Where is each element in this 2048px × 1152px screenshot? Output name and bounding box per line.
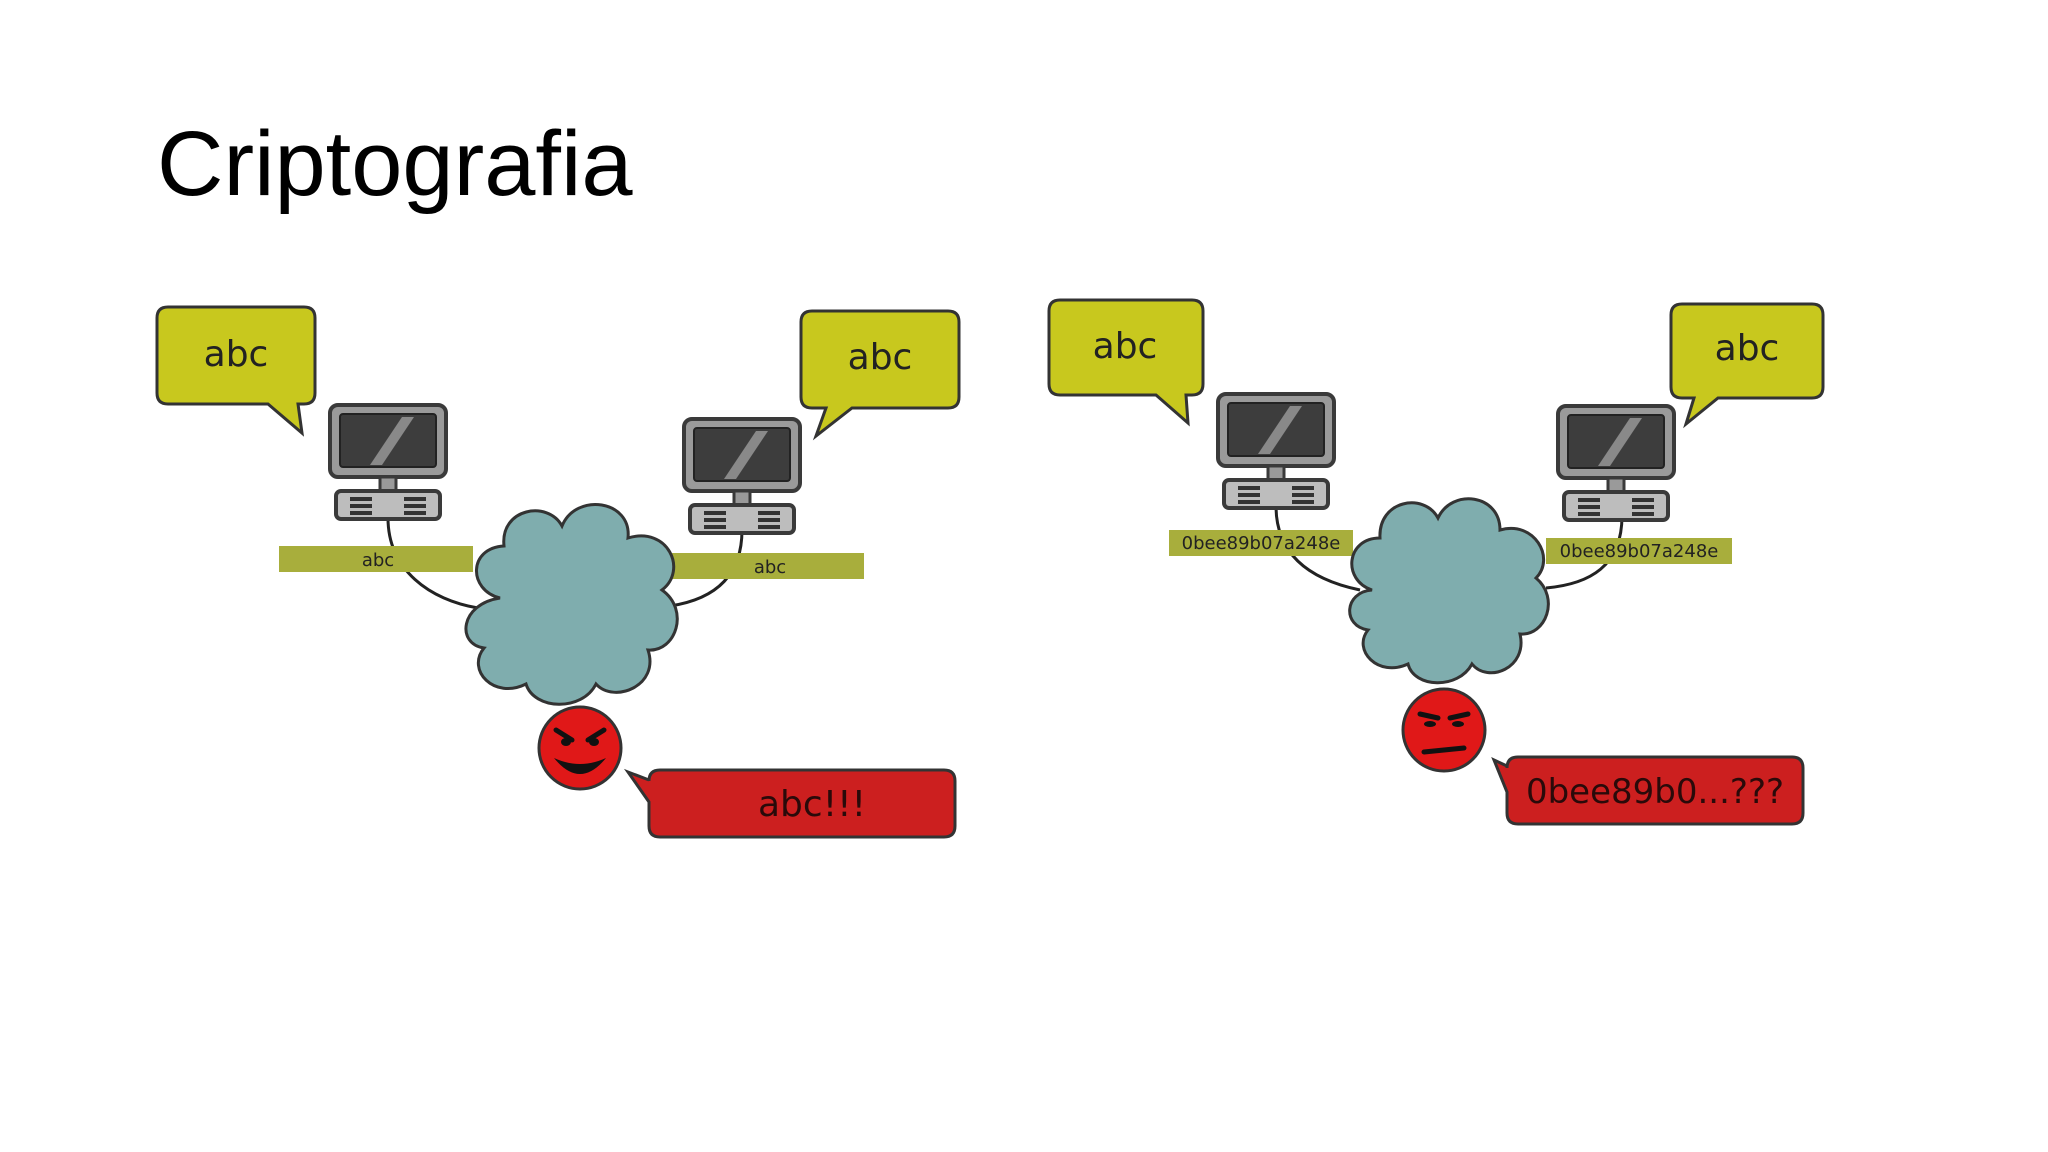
left-attacker-evil-face-icon — [537, 705, 623, 791]
left-sender-wire — [386, 517, 479, 610]
left-sender-speech-bubble — [155, 305, 317, 437]
left-attacker-speech-bubble — [623, 768, 957, 839]
right-sender-wire-label-bg — [1169, 530, 1353, 556]
left-sender-wire-label: abc — [362, 550, 394, 571]
left-receiver-wire — [669, 529, 744, 608]
slide-title: Criptografia — [157, 113, 633, 215]
left-receiver-bubble-text: abc — [848, 337, 913, 378]
right-receiver-bubble-text: abc — [1715, 328, 1780, 369]
right-sender-bubble-text: abc — [1093, 326, 1158, 367]
left-receiver-speech-bubble — [799, 309, 961, 441]
left-panel: abc abc abc abc abc!!! — [155, 305, 961, 839]
right-internet-cloud-icon — [1348, 497, 1550, 685]
right-receiver-speech-bubble — [1669, 302, 1825, 429]
right-receiver-wire-label-bg — [1546, 538, 1732, 564]
right-attacker-speech-bubble — [1491, 755, 1805, 826]
left-internet-cloud-icon — [464, 503, 679, 706]
right-attacker-bubble-text: 0bee89b0...??? — [1526, 772, 1784, 812]
left-sender-wire-label-bg — [279, 546, 473, 572]
left-sender-computer-icon — [328, 403, 448, 521]
left-receiver-wire-label-bg — [672, 553, 864, 579]
right-receiver-wire-label: 0bee89b07a248e — [1560, 541, 1719, 562]
left-receiver-computer-icon — [682, 417, 802, 535]
left-attacker-bubble-text: abc!!! — [758, 784, 866, 825]
right-panel: abc abc 0bee89b07a248e 0bee89b07a248e 0b… — [1047, 298, 1825, 826]
right-receiver-wire — [1545, 515, 1624, 590]
right-sender-speech-bubble — [1047, 298, 1205, 427]
left-receiver-wire-label: abc — [754, 557, 786, 578]
right-sender-wire-label: 0bee89b07a248e — [1182, 533, 1341, 554]
left-sender-bubble-text: abc — [204, 334, 269, 375]
right-sender-computer-icon — [1216, 392, 1336, 510]
right-receiver-computer-icon — [1556, 404, 1676, 522]
right-sender-wire — [1274, 505, 1361, 592]
right-attacker-confused-face-icon — [1401, 687, 1487, 773]
